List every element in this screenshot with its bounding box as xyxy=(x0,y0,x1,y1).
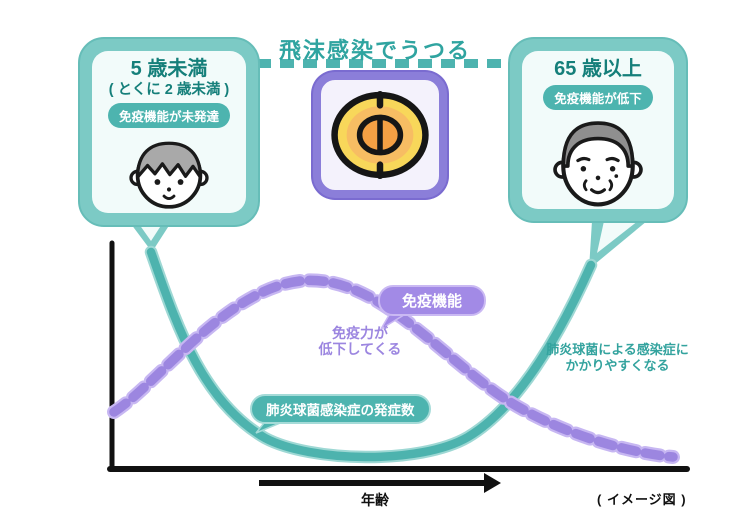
right-bubble-tail-inner xyxy=(597,221,638,253)
left-speech-bubble: 5 歳未満 ( とくに 2 歳未満 ) 免疫機能が未発達 xyxy=(78,37,260,227)
left-bubble-tail xyxy=(131,224,170,252)
child-face-icon xyxy=(129,141,209,210)
right-speech-bubble: 65 歳以上 免疫機能が低下 xyxy=(508,37,688,223)
infection-note: 肺炎球菌による感染症に かかりやすくなる xyxy=(535,342,700,375)
x-axis-label: 年齢 xyxy=(361,492,389,508)
left-status-badge: 免疫機能が未発達 xyxy=(107,103,230,129)
immune-curve-label: 免疫機能 xyxy=(378,285,487,316)
pneumococcus-bacteria-icon xyxy=(331,90,429,180)
image-note: ( イメージ図 ) xyxy=(597,492,687,507)
immune-note-line1: 免疫力が xyxy=(332,325,388,341)
right-age-heading: 65 歳以上 xyxy=(554,58,642,80)
right-bubble-inner: 65 歳以上 免疫機能が低下 xyxy=(522,51,674,209)
right-status-badge: 免疫機能が低下 xyxy=(543,85,653,110)
immune-note: 免疫力が 低下してくる xyxy=(295,325,425,357)
age-arrow-head xyxy=(484,473,501,493)
immune-note-line2: 低下してくる xyxy=(318,340,402,357)
page-title: 飛沫感染でうつる xyxy=(278,38,471,63)
left-bubble-inner: 5 歳未満 ( とくに 2 歳未満 ) 免疫機能が未発達 xyxy=(92,51,246,213)
infection-note-line1: 肺炎球菌による感染症に xyxy=(546,342,689,357)
elderly-man-face-icon xyxy=(553,121,643,207)
droplet-dashed-line xyxy=(257,59,507,68)
bacteria-card xyxy=(313,72,447,198)
right-bubble-tail xyxy=(589,221,647,269)
infection-curve-label: 肺炎球菌感染症の発症数 xyxy=(250,394,431,424)
left-age-subheading: ( とくに 2 歳未満 ) xyxy=(108,82,230,98)
left-age-heading: 5 歳未満 xyxy=(130,58,208,80)
infection-note-line2: かかりやすくなる xyxy=(565,358,670,374)
